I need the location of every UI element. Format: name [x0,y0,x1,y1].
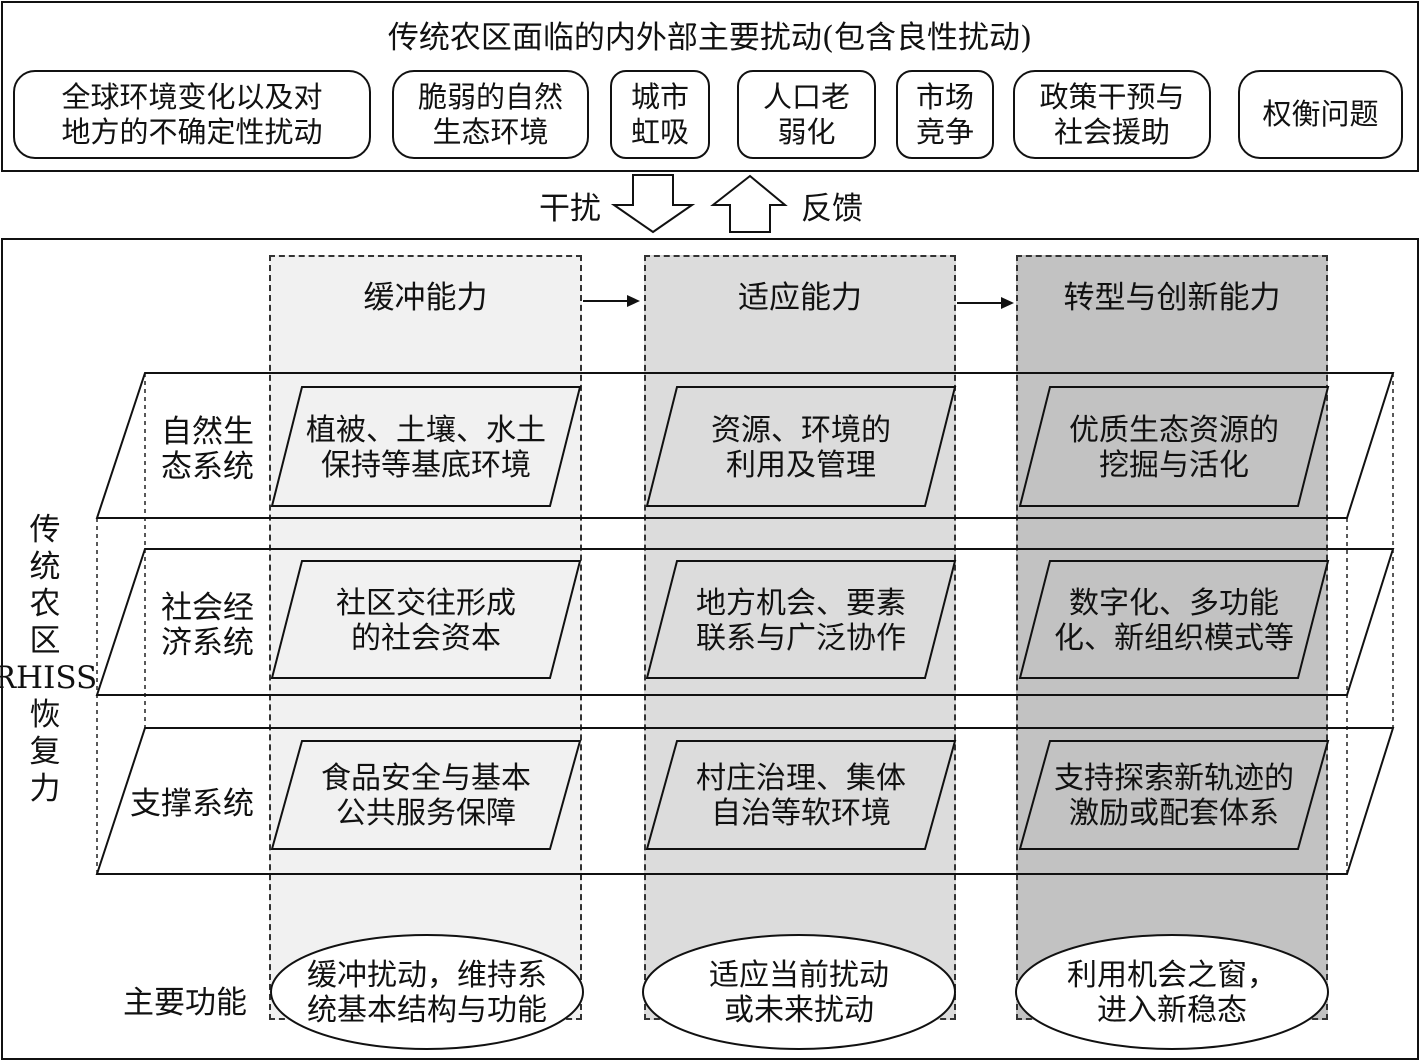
cell-shape-0-1 [645,386,957,507]
plane-label-natural: 自然生 态系统 [161,414,254,485]
plane-label-socioeconomic: 社会经 济系统 [161,590,254,661]
plane-natural [95,372,1395,519]
feedback-label: 反馈 [801,190,863,227]
disturbance-market: 市场 竞争 [896,70,994,159]
feedback-arrow-icon [710,174,788,233]
cell-shape-2-1 [645,740,957,850]
plane-support [95,727,1395,875]
cell-socioeconomic-transform: 数字化、多功能 化、新组织模式等 [1054,585,1294,656]
cell-natural-buffer: 植被、土壤、水土 保持等基底环境 [306,412,546,483]
disturbance-panel [1,1,1419,172]
cell-socioeconomic-adaptive: 地方机会、要素 联系与广泛协作 [696,585,906,656]
progress-arrowhead-1 [627,295,640,307]
disturbance-urban-siphon: 城市 虹吸 [610,70,710,159]
panel-title: 传统农区面临的内外部主要扰动(包含良性扰动) [387,19,1033,56]
disturbance-aging: 人口老 弱化 [737,70,876,159]
rhiss-resilience-frame [1,238,1419,1060]
progress-arrowhead-2 [1001,297,1014,309]
cell-shape-1-1 [645,560,957,679]
function-ellipse-1 [642,934,956,1050]
cell-support-adaptive: 村庄治理、集体 自治等软环境 [696,760,906,831]
function-transform: 利用机会之窗， 进入新稳态 [1067,957,1277,1028]
function-ellipse-2 [1015,934,1329,1050]
disturbance-fragile-ecology: 脆弱的自然 生态环境 [392,70,589,159]
column-title-buffer: 缓冲能力 [363,279,488,316]
cell-shape-0-0 [270,386,582,507]
disturbance-global-change: 全球环境变化以及对 地方的不确定性扰动 [13,70,371,159]
cell-support-transform: 支持探索新轨迹的 激励或配套体系 [1054,760,1294,831]
disturbance-policy: 政策干预与 社会援助 [1013,70,1211,159]
cell-shape-0-2 [1018,386,1330,507]
cell-support-buffer: 食品安全与基本 公共服务保障 [321,760,531,831]
cell-natural-adaptive: 资源、环境的 利用及管理 [711,412,891,483]
rhiss-side-title: 传 统 农 区 RHISS 恢 复 力 [0,512,98,807]
plane-socioeconomic [95,548,1395,696]
column-title-transform: 转型与创新能力 [1063,279,1281,316]
function-buffer: 缓冲扰动，维持系 统基本结构与功能 [307,957,547,1028]
cell-natural-transform: 优质生态资源的 挖掘与活化 [1069,412,1279,483]
cell-shape-2-2 [1018,740,1330,850]
disturbance-tradeoff: 权衡问题 [1238,70,1403,159]
plane-label-support: 支撑系统 [130,785,254,822]
function-adaptive: 适应当前扰动 或未来扰动 [709,957,889,1028]
function-label: 主要功能 [123,984,247,1021]
function-ellipse-0 [270,934,584,1050]
cell-shape-2-0 [270,740,582,850]
column-title-adaptive: 适应能力 [738,279,862,316]
cell-socioeconomic-buffer: 社区交往形成 的社会资本 [336,585,516,656]
interference-label: 干扰 [539,190,601,227]
cell-shape-1-0 [270,560,582,679]
interference-arrow-icon [610,174,696,234]
cell-shape-1-2 [1018,560,1330,679]
